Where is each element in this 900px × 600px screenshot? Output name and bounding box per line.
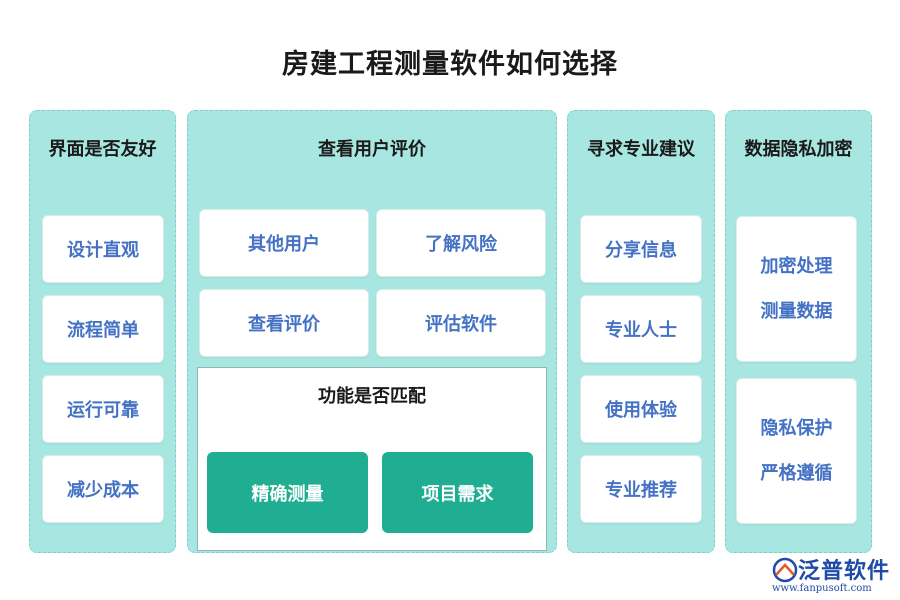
card-professional-recommendation: 专业推荐 xyxy=(580,455,702,523)
card-view-reviews: 查看评价 xyxy=(199,289,369,357)
logo-name: 泛普软件 xyxy=(798,559,891,584)
column-heading: 查看用户评价 xyxy=(318,139,426,160)
column-interface-friendly: 界面是否友好 设计直观 流程简单 运行可靠 减少成本 xyxy=(29,110,176,553)
column-heading: 界面是否友好 xyxy=(48,139,157,160)
column-professional-advice: 寻求专业建议 分享信息 专业人士 使用体验 专业推荐 xyxy=(567,110,715,553)
card-simple-process: 流程简单 xyxy=(42,295,164,363)
project-requirement-box: 项目需求 xyxy=(382,452,533,533)
precise-measurement-box: 精确测量 xyxy=(207,452,368,533)
card-privacy-protection: 隐私保护 严格遵循 xyxy=(736,378,857,524)
card-understand-risk: 了解风险 xyxy=(376,209,546,277)
column-data-privacy: 数据隐私加密 加密处理 测量数据 隐私保护 严格遵循 xyxy=(725,110,872,553)
logo-url: www.fanpusoft.com xyxy=(772,583,872,594)
card-reliable-operation: 运行可靠 xyxy=(42,375,164,443)
column-user-reviews: 查看用户评价 其他用户 了解风险 查看评价 评估软件 功能是否匹配 精确测量 项… xyxy=(187,110,557,553)
logo-mark-icon xyxy=(772,557,798,583)
card-share-info: 分享信息 xyxy=(580,215,702,283)
card-line: 严格遵循 xyxy=(760,463,833,484)
page-title: 房建工程测量软件如何选择 xyxy=(282,49,618,80)
card-evaluate-software: 评估软件 xyxy=(376,289,546,357)
function-match-panel: 功能是否匹配 精确测量 项目需求 xyxy=(197,367,547,551)
card-line: 隐私保护 xyxy=(760,418,833,439)
card-user-experience: 使用体验 xyxy=(580,375,702,443)
column-heading: 寻求专业建议 xyxy=(587,139,695,160)
card-design-intuitive: 设计直观 xyxy=(42,215,164,283)
function-match-heading: 功能是否匹配 xyxy=(318,386,426,407)
card-professionals: 专业人士 xyxy=(580,295,702,363)
fanpu-logo: 泛普软件 www.fanpusoft.com xyxy=(770,553,895,597)
card-line: 加密处理 xyxy=(760,256,833,277)
column-heading: 数据隐私加密 xyxy=(744,139,853,160)
card-reduce-cost: 减少成本 xyxy=(42,455,164,523)
card-encryption: 加密处理 测量数据 xyxy=(736,216,857,362)
card-line: 测量数据 xyxy=(760,301,833,322)
card-other-users: 其他用户 xyxy=(199,209,369,277)
